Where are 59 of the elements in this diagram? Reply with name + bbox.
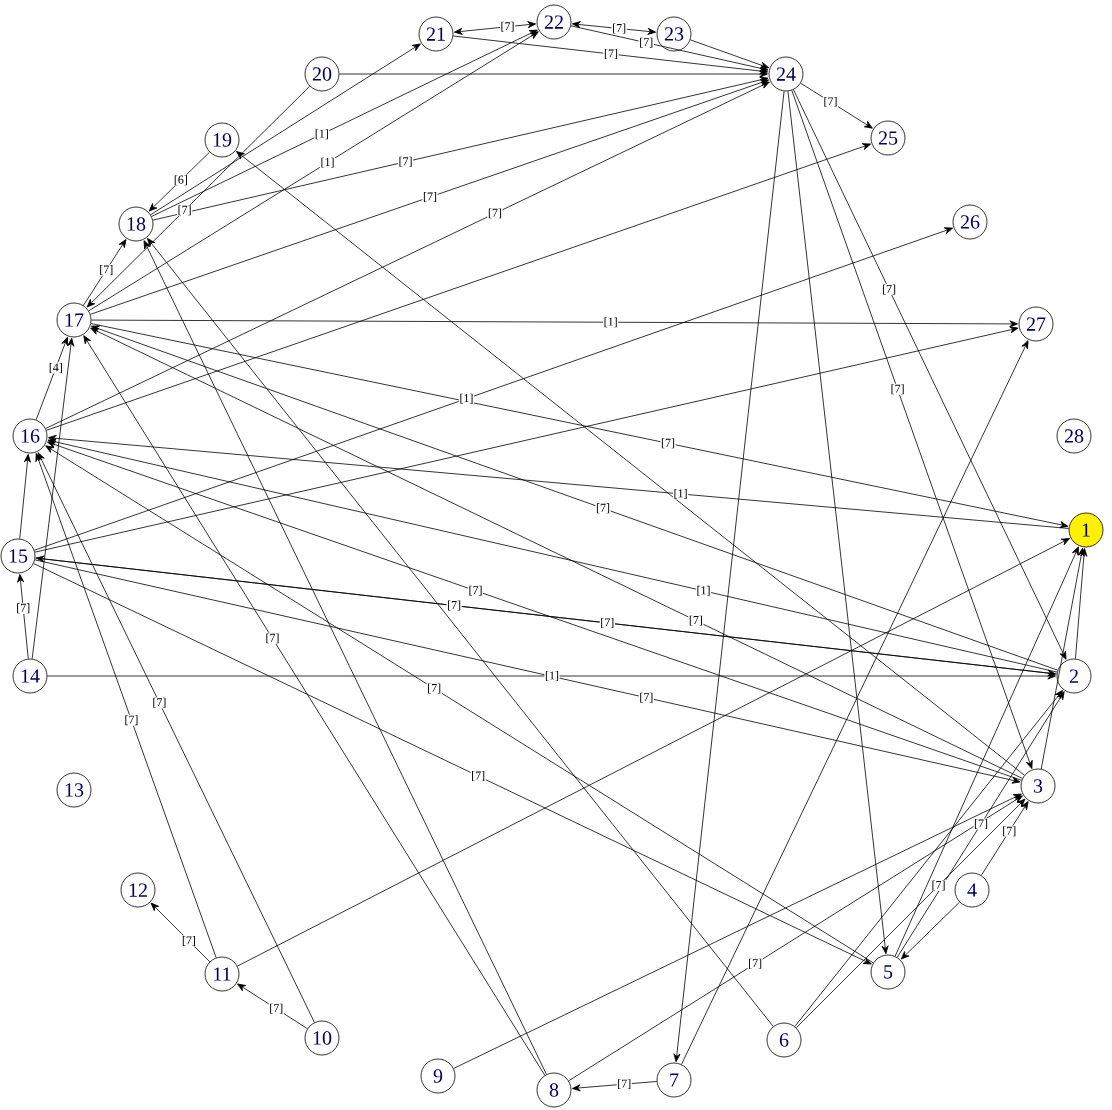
arrow: [37, 452, 315, 1023]
arrow: [91, 325, 1058, 671]
arrow: [90, 323, 1069, 529]
arrow: [673, 90, 785, 1063]
arrow: [91, 319, 1018, 328]
arrow: [237, 983, 308, 1030]
arrow: [150, 43, 421, 216]
arrow: [47, 672, 1056, 680]
arrow: [454, 21, 537, 35]
arrow: [31, 337, 75, 660]
arrow: [1075, 548, 1088, 660]
arrow: [148, 151, 210, 212]
arrow: [794, 690, 1063, 1027]
arrow: [690, 39, 769, 69]
arrow: [980, 801, 1029, 876]
arrow: [572, 1081, 658, 1092]
arrow: [572, 21, 656, 35]
arrow: [35, 336, 69, 421]
arrow: [45, 445, 874, 964]
arrow: [46, 143, 871, 431]
arrow: [35, 453, 217, 959]
arrow: [236, 151, 1025, 776]
arrow: [90, 79, 769, 315]
arrow: [48, 434, 1070, 529]
arrow: [34, 326, 1019, 553]
arrow: [151, 29, 538, 217]
arrow: [34, 559, 1021, 784]
arrow: [453, 793, 1022, 1069]
arrow: [793, 89, 1067, 660]
arrow: [147, 238, 774, 1027]
arrow: [900, 901, 960, 960]
arrow: [88, 31, 539, 312]
arrow: [90, 327, 1023, 779]
arrow: [143, 240, 547, 1075]
arrow: [339, 70, 768, 78]
arrow: [896, 691, 1065, 958]
arrow: [17, 574, 29, 660]
arrow: [83, 335, 546, 1076]
arrow: [86, 85, 311, 308]
arrow: [19, 454, 31, 540]
arrow: [150, 902, 211, 963]
arrow: [568, 795, 1023, 1082]
arrow: [47, 441, 1022, 781]
arrow: [45, 81, 770, 429]
arrow: [800, 82, 873, 129]
arrow: [452, 35, 769, 75]
arrow: [1040, 547, 1085, 770]
arrow: [681, 340, 1029, 1065]
arrow: [34, 227, 953, 551]
arrow: [791, 90, 1033, 769]
arrow: [33, 563, 872, 965]
arrow: [47, 438, 1058, 673]
arrow: [152, 76, 769, 221]
arrow: [83, 239, 127, 306]
arrow: [237, 538, 1070, 967]
arrow: [787, 90, 889, 955]
arrow: [894, 546, 1079, 957]
arrow: [570, 25, 769, 72]
arrow: [795, 798, 1026, 1029]
